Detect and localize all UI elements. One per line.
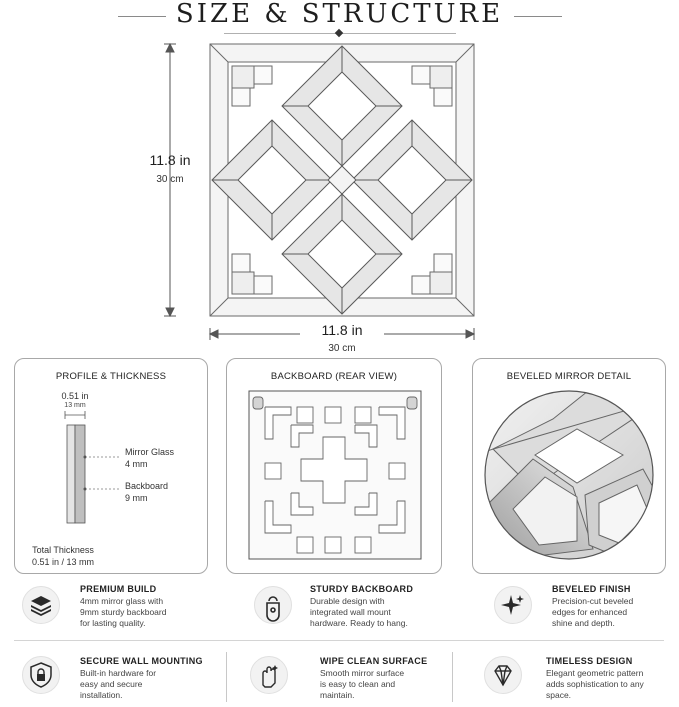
features-divider bbox=[14, 640, 664, 641]
mirror-glass-value: 4 mm bbox=[125, 459, 148, 469]
backboard-label: Backboard bbox=[125, 481, 169, 491]
width-inches: 11.8 in bbox=[300, 322, 384, 338]
backboard-title: BACKBOARD (REAR VIEW) bbox=[270, 371, 398, 382]
diamond-icon bbox=[484, 656, 522, 694]
feature-title-wipe-clean-surface: WIPE CLEAN SURFACE bbox=[320, 656, 428, 666]
bevel-detail-circle bbox=[484, 390, 654, 560]
feature-title-secure-wall-mounting: SECURE WALL MOUNTING bbox=[80, 656, 203, 666]
backboard-card: BACKBOARD (REAR VIEW) bbox=[226, 358, 442, 574]
total-thickness-label: Total Thickness bbox=[32, 545, 94, 555]
feature-title-sturdy-backboard: STURDY BACKBOARD bbox=[310, 584, 414, 594]
feature-separator-2 bbox=[452, 652, 453, 702]
profile-top-inches: 0.51 in bbox=[61, 391, 89, 401]
profile-diagram bbox=[64, 411, 121, 524]
backboard-value: 9 mm bbox=[125, 493, 148, 503]
mirror-glass-label: Mirror Glass bbox=[125, 447, 174, 457]
sparkle-icon bbox=[494, 586, 532, 624]
bevel-card: BEVELED MIRROR DETAIL bbox=[472, 358, 666, 574]
height-inches: 11.8 in bbox=[149, 152, 191, 168]
height-dimension-line bbox=[164, 42, 176, 318]
title-rule-left bbox=[118, 16, 166, 17]
feature-separator-1 bbox=[226, 652, 227, 702]
bevel-title: BEVELED MIRROR DETAIL bbox=[506, 371, 632, 382]
height-cm: 30 cm bbox=[156, 174, 184, 185]
mirror-front-view bbox=[164, 42, 476, 340]
backboard-diagram bbox=[248, 390, 422, 560]
feature-title-premium-build: PREMIUM BUILD bbox=[80, 584, 157, 594]
profile-top-mm: 13 mm bbox=[64, 402, 86, 409]
profile-title: PROFILE & THICKNESS bbox=[55, 371, 167, 382]
page-title: SIZE & STRUCTURE bbox=[175, 0, 504, 29]
profile-card: PROFILE & THICKNESS 0.51 in 13 mm Mirror… bbox=[14, 358, 208, 574]
width-cm: 30 cm bbox=[328, 343, 356, 354]
hanger-icon bbox=[254, 586, 292, 624]
shield-lock-icon bbox=[22, 656, 60, 694]
layers-icon bbox=[22, 586, 60, 624]
total-thickness-value: 0.51 in / 13 mm bbox=[31, 557, 95, 567]
title-rule-right bbox=[514, 16, 562, 17]
wipe-hand-icon bbox=[250, 656, 288, 694]
feature-title-beveled-finish: BEVELED FINISH bbox=[552, 584, 631, 594]
feature-title-timeless-design: TIMELESS DESIGN bbox=[546, 656, 633, 666]
